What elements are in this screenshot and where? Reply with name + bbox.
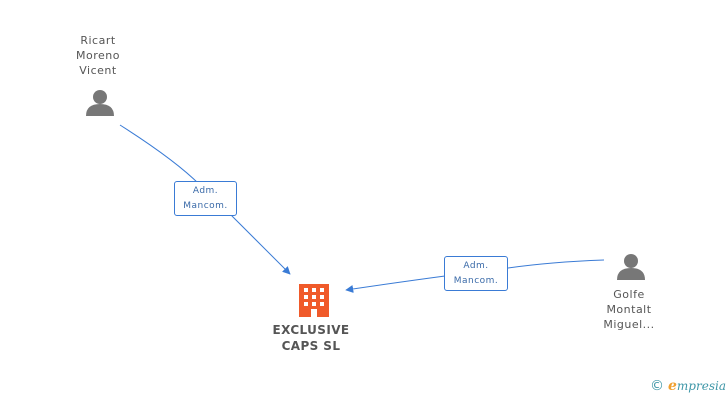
company-name[interactable]: EXCLUSIVE CAPS SL [272, 323, 350, 353]
person-name-golfe[interactable]: Golfe Montalt Miguel... [603, 288, 655, 331]
edge-golfe-to-company [507, 259, 605, 269]
person-icon[interactable] [617, 254, 645, 280]
person-icon[interactable] [86, 90, 114, 116]
copyright-icon: © [650, 378, 664, 394]
edge-ricart-to-company-arrow [227, 211, 291, 275]
person-name-ricart[interactable]: Ricart Moreno Vicent [76, 34, 120, 77]
relation-label-right[interactable]: Adm. Mancom. [444, 256, 508, 291]
building-icon[interactable] [299, 284, 329, 317]
relation-label-top[interactable]: Adm. Mancom. [174, 181, 237, 216]
brand-name: mpresia [676, 379, 726, 393]
edge-ricart-to-company [119, 124, 201, 186]
edge-golfe-to-company-arrow [345, 275, 446, 293]
brand-initial: e [668, 378, 677, 394]
brand-logo[interactable]: ©empresia [650, 378, 726, 394]
